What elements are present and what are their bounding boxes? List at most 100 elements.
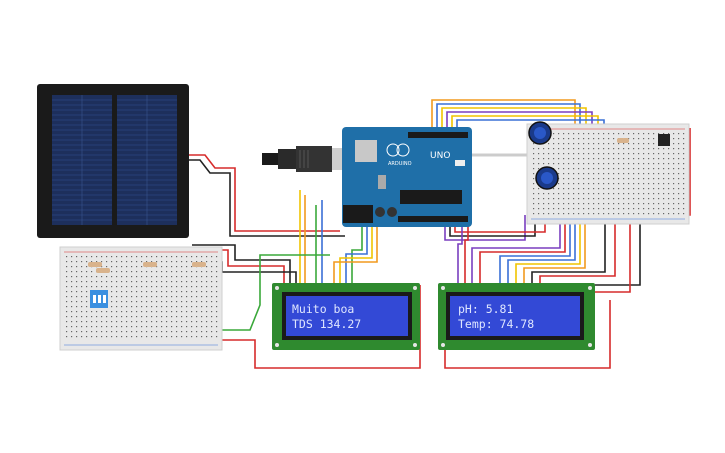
breadboard-hole: [648, 168, 650, 170]
breadboard-hole: [166, 276, 168, 278]
breadboard-hole: [563, 138, 565, 140]
breadboard-hole: [151, 261, 153, 263]
potentiometer[interactable]: [535, 166, 559, 190]
breadboard-hole: [161, 316, 163, 318]
breadboard-hole: [568, 138, 570, 140]
breadboard-hole: [76, 306, 78, 308]
breadboard-hole: [623, 178, 625, 180]
breadboard-hole: [161, 281, 163, 283]
breadboard-hole: [206, 256, 208, 258]
breadboard-hole: [121, 321, 123, 323]
breadboard-hole: [668, 193, 670, 195]
breadboard-hole: [563, 188, 565, 190]
breadboard-hole: [211, 276, 213, 278]
breadboard-hole: [608, 193, 610, 195]
breadboard-hole: [568, 213, 570, 215]
breadboard-hole: [161, 261, 163, 263]
breadboard-hole: [211, 306, 213, 308]
breadboard-hole: [196, 306, 198, 308]
breadboard-hole: [578, 153, 580, 155]
breadboard-hole: [578, 158, 580, 160]
breadboard-hole: [216, 271, 218, 273]
breadboard-hole: [603, 213, 605, 215]
breadboard-hole: [663, 203, 665, 205]
breadboard-hole: [583, 203, 585, 205]
breadboard-hole: [151, 301, 153, 303]
breadboard-hole: [668, 183, 670, 185]
breadboard-hole: [658, 208, 660, 210]
breadboard-hole: [176, 291, 178, 293]
breadboard-hole: [578, 213, 580, 215]
breadboard-hole: [593, 208, 595, 210]
wire-analog-4: [457, 222, 463, 283]
breadboard-hole: [588, 193, 590, 195]
potentiometer[interactable]: [528, 121, 552, 145]
breadboard-hole: [111, 256, 113, 258]
breadboard-hole: [578, 183, 580, 185]
breadboard-hole: [121, 301, 123, 303]
breadboard-hole: [161, 291, 163, 293]
breadboard-hole: [121, 286, 123, 288]
breadboard-hole: [121, 276, 123, 278]
breadboard-hole: [146, 281, 148, 283]
breadboard-hole: [653, 173, 655, 175]
breadboard-hole: [201, 321, 203, 323]
breadboard-hole: [146, 311, 148, 313]
wire-lcd1-2: [345, 210, 368, 283]
breadboard-hole: [623, 173, 625, 175]
breadboard-hole: [673, 188, 675, 190]
breadboard-hole: [211, 271, 213, 273]
breadboard-hole: [216, 326, 218, 328]
breadboard-hole: [653, 168, 655, 170]
breadboard-hole: [206, 271, 208, 273]
breadboard-hole: [628, 193, 630, 195]
breadboard-hole: [136, 291, 138, 293]
breadboard-hole: [653, 183, 655, 185]
breadboard-hole: [538, 163, 540, 165]
breadboard-hole: [628, 203, 630, 205]
breadboard-hole: [598, 168, 600, 170]
breadboard-hole: [86, 321, 88, 323]
breadboard-hole: [171, 326, 173, 328]
breadboard-hole: [553, 193, 555, 195]
breadboard-hole: [81, 281, 83, 283]
breadboard-hole: [131, 276, 133, 278]
breadboard-hole: [623, 198, 625, 200]
breadboard-hole: [593, 198, 595, 200]
breadboard-hole: [171, 301, 173, 303]
breadboard-hole: [643, 188, 645, 190]
breadboard-hole: [181, 266, 183, 268]
breadboard-hole: [533, 198, 535, 200]
breadboard-hole: [196, 321, 198, 323]
breadboard-hole: [66, 336, 68, 338]
breadboard-hole: [96, 326, 98, 328]
breadboard-hole: [136, 306, 138, 308]
breadboard-hole: [66, 301, 68, 303]
breadboard-hole: [638, 148, 640, 150]
breadboard-hole: [131, 316, 133, 318]
breadboard-hole: [116, 311, 118, 313]
breadboard-hole: [598, 138, 600, 140]
breadboard-hole: [633, 178, 635, 180]
breadboard-hole: [136, 271, 138, 273]
breadboard-hole: [653, 133, 655, 135]
breadboard-hole: [156, 321, 158, 323]
breadboard-hole: [186, 271, 188, 273]
breadboard-hole: [181, 331, 183, 333]
wire-lcd2-bottom-red: [444, 300, 611, 369]
breadboard-hole: [141, 271, 143, 273]
breadboard-hole: [543, 213, 545, 215]
breadboard-hole: [171, 316, 173, 318]
breadboard-hole: [623, 193, 625, 195]
breadboard-hole: [668, 178, 670, 180]
breadboard-hole: [548, 143, 550, 145]
breadboard-hole: [538, 193, 540, 195]
breadboard-hole: [608, 183, 610, 185]
breadboard-hole: [578, 208, 580, 210]
breadboard-hole: [573, 133, 575, 135]
breadboard-hole: [86, 256, 88, 258]
breadboard-hole: [121, 306, 123, 308]
breadboard-hole: [533, 163, 535, 165]
breadboard-hole: [211, 266, 213, 268]
breadboard-hole: [116, 281, 118, 283]
